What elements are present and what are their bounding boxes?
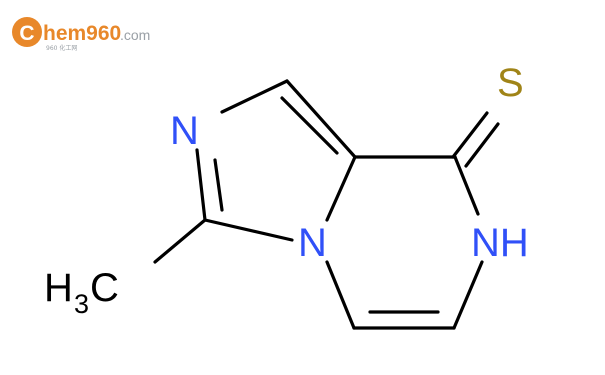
chem960-logo[interactable]: C hem960 .com 960 化工网 — [12, 17, 150, 52]
atom-nitrogen-bridge: N — [298, 221, 327, 265]
bond-n4-c8a — [325, 155, 357, 222]
bond-c5-n4 — [325, 260, 356, 330]
bond-c-s-1 — [451, 111, 489, 159]
bond-c8a-c1-inner — [280, 96, 339, 155]
bond-c3-ch3 — [153, 218, 207, 264]
bond-c3-n4 — [203, 218, 294, 242]
atom-nitrogen-imidazole: N — [170, 109, 199, 153]
bond-n2-c3 — [195, 148, 207, 222]
methyl-c: C — [90, 266, 119, 310]
atom-labels: S N N NH H 3 C — [44, 61, 529, 319]
logo-tagline: 960 化工网 — [46, 44, 77, 52]
bond-c1-n2 — [220, 79, 289, 114]
logo-c-badge — [12, 17, 42, 47]
atom-nh-group: NH — [471, 221, 529, 265]
bond-c-s-2 — [464, 122, 500, 168]
bond-nh-c6 — [452, 260, 484, 330]
atom-sulfur: S — [497, 61, 524, 105]
bonds — [153, 79, 500, 330]
logo-domain-text: .com — [120, 27, 150, 43]
bond-n2-c3-inner — [213, 158, 224, 212]
methyl-h: H — [44, 266, 73, 310]
methyl-group: H 3 C — [44, 266, 119, 319]
bond-c8-nh — [453, 155, 480, 216]
logo-c-letter: C — [19, 22, 34, 45]
logo-brand-text: hem960 — [43, 22, 121, 45]
methyl-subscript: 3 — [74, 289, 89, 319]
bond-c8a-c1 — [285, 79, 357, 159]
